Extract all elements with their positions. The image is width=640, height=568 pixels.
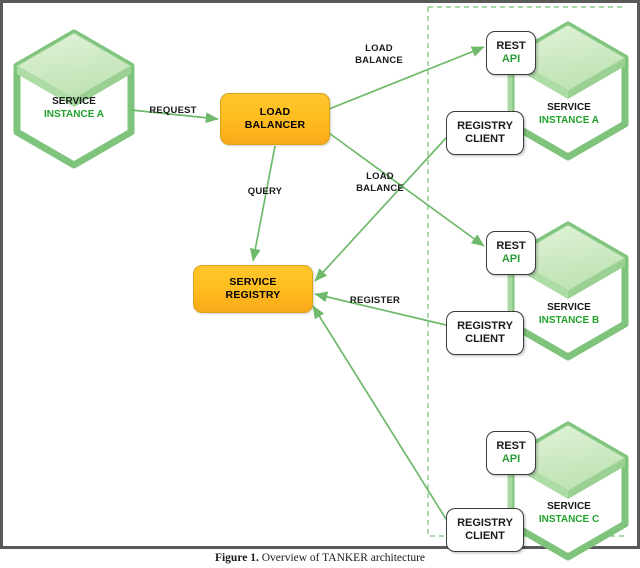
- rest-api-instance-a[interactable]: REST API: [486, 31, 536, 75]
- arrow-load-balance-b: [328, 132, 485, 247]
- rest-api-instance-b[interactable]: REST API: [486, 231, 536, 275]
- arrow-load-balance-a: [328, 46, 485, 110]
- registry-client-instance-a[interactable]: REGISTRY CLIENT: [446, 111, 524, 155]
- load-balancer-label: LOAD BALANCER: [244, 106, 306, 131]
- registry-client-instance-c[interactable]: REGISTRY CLIENT: [446, 508, 524, 552]
- registry-client-instance-b[interactable]: REGISTRY CLIENT: [446, 311, 524, 355]
- diagram-arrows: [130, 46, 485, 520]
- rest-api-instance-c[interactable]: REST API: [486, 431, 536, 475]
- service-registry-node[interactable]: SERVICE REGISTRY: [193, 265, 313, 313]
- load-balancer-node[interactable]: LOAD BALANCER: [220, 93, 330, 145]
- arrow-register-a: [314, 137, 447, 282]
- cube-service-instance-c: [507, 421, 629, 561]
- arrow-register-b: [314, 291, 447, 326]
- figure-caption-text: Overview of TANKER architecture: [258, 552, 426, 564]
- service-registry-label: SERVICE REGISTRY: [225, 276, 281, 301]
- arrow-request: [130, 109, 219, 124]
- figure-caption-label: Figure 1.: [214, 552, 259, 564]
- arrow-query: [249, 145, 276, 262]
- diagram-canvas: LOAD BALANCER SERVICE REGISTRY SERVICE I…: [3, 3, 640, 561]
- diagram-vector-layer: [13, 6, 629, 561]
- arrow-register-c: [312, 305, 447, 520]
- cube-client-instance-a: [13, 29, 135, 169]
- figure-caption: Figure 1. Overview of TANKER architectur…: [0, 552, 640, 564]
